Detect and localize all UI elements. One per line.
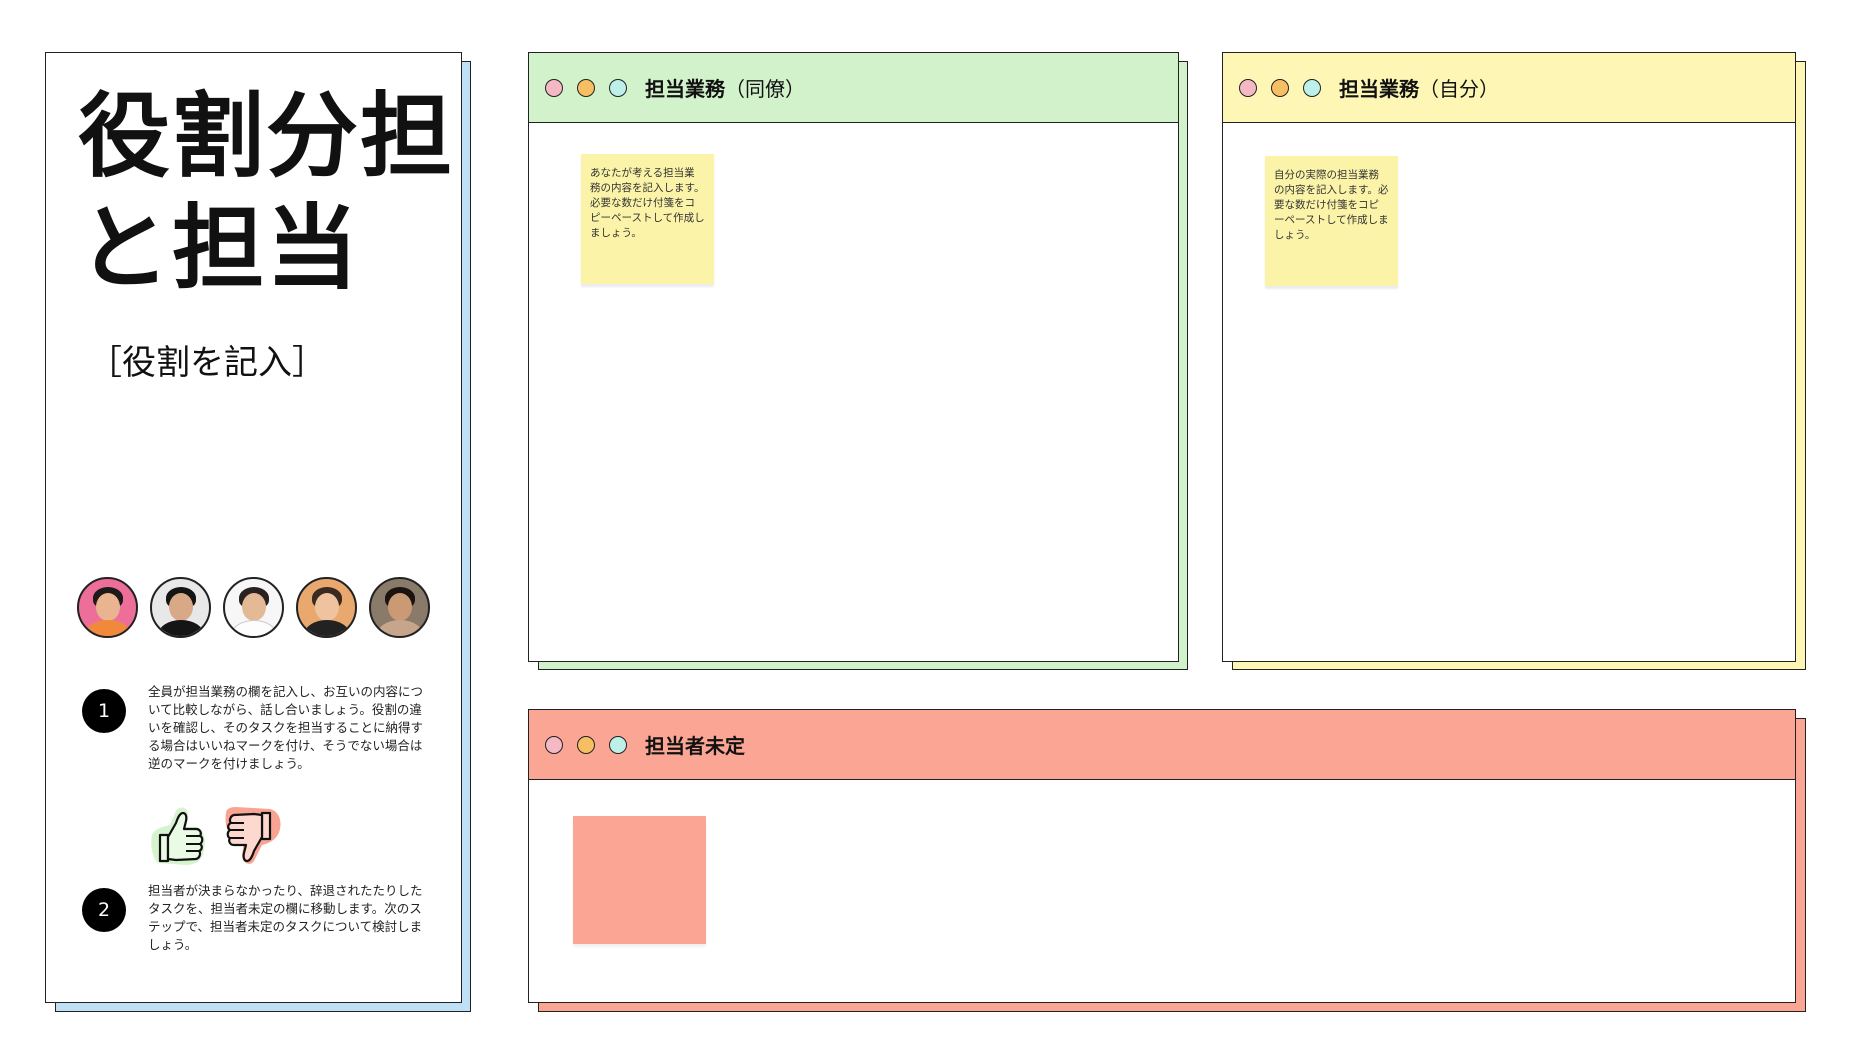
- close-dot-icon[interactable]: [545, 735, 563, 754]
- thumbs-up-icon[interactable]: [146, 805, 208, 867]
- info-card: 役割分担 と担当 ［役割を記入］: [45, 52, 462, 1003]
- page-title: 役割分担 と担当: [78, 81, 455, 305]
- step-2: 2 担当者が決まらなかったり、辞退されたたりしたタスクを、担当者未定の欄に移動し…: [82, 882, 454, 954]
- panel-self-title: 担当業務（自分）: [1339, 77, 1499, 101]
- panel-unassigned-title: 担当者未定: [645, 734, 745, 758]
- panel-colleague: 担当業務（同僚） あなたが考える担当業務の内容を記入します。必要な数だけ付箋をコ…: [528, 52, 1179, 662]
- avatar: [77, 577, 138, 638]
- reaction-icons: [146, 805, 284, 867]
- sticky-note[interactable]: あなたが考える担当業務の内容を記入します。必要な数だけ付箋をコピーペーストして作…: [581, 154, 714, 284]
- step-1: 1 全員が担当業務の欄を記入し、お互いの内容について比較しながら、話し合いましょ…: [82, 683, 454, 773]
- panel-unassigned: 担当者未定: [528, 709, 1796, 1003]
- panel-unassigned-header: 担当者未定: [529, 710, 1795, 780]
- panel-self: 担当業務（自分） 自分の実際の担当業務の内容を記入します。必要な数だけ付箋をコピ…: [1222, 52, 1796, 662]
- panel-self-header: 担当業務（自分）: [1223, 53, 1795, 123]
- minimize-dot-icon[interactable]: [1271, 78, 1289, 97]
- avatar: [223, 577, 284, 638]
- maximize-dot-icon[interactable]: [609, 735, 627, 754]
- step-number: 1: [82, 689, 126, 733]
- sticky-note[interactable]: [573, 816, 706, 944]
- close-dot-icon[interactable]: [545, 78, 563, 97]
- avatar: [296, 577, 357, 638]
- maximize-dot-icon[interactable]: [1303, 78, 1321, 97]
- maximize-dot-icon[interactable]: [609, 78, 627, 97]
- avatar-list: [77, 577, 430, 638]
- thumbs-down-icon[interactable]: [222, 805, 284, 867]
- step-text: 全員が担当業務の欄を記入し、お互いの内容について比較しながら、話し合いましょう。…: [148, 684, 424, 771]
- close-dot-icon[interactable]: [1239, 78, 1257, 97]
- panel-colleague-title: 担当業務（同僚）: [645, 77, 805, 101]
- avatar: [369, 577, 430, 638]
- title-line-2: と担当: [78, 195, 361, 302]
- minimize-dot-icon[interactable]: [577, 735, 595, 754]
- minimize-dot-icon[interactable]: [577, 78, 595, 97]
- avatar: [150, 577, 211, 638]
- role-placeholder[interactable]: ［役割を記入］: [88, 343, 326, 383]
- step-number: 2: [82, 888, 126, 932]
- step-text: 担当者が決まらなかったり、辞退されたたりしたタスクを、担当者未定の欄に移動します…: [148, 883, 423, 952]
- title-line-1: 役割分担: [78, 83, 455, 190]
- panel-colleague-header: 担当業務（同僚）: [529, 53, 1178, 123]
- sticky-note[interactable]: 自分の実際の担当業務の内容を記入します。必要な数だけ付箋をコピーペーストして作成…: [1265, 156, 1398, 286]
